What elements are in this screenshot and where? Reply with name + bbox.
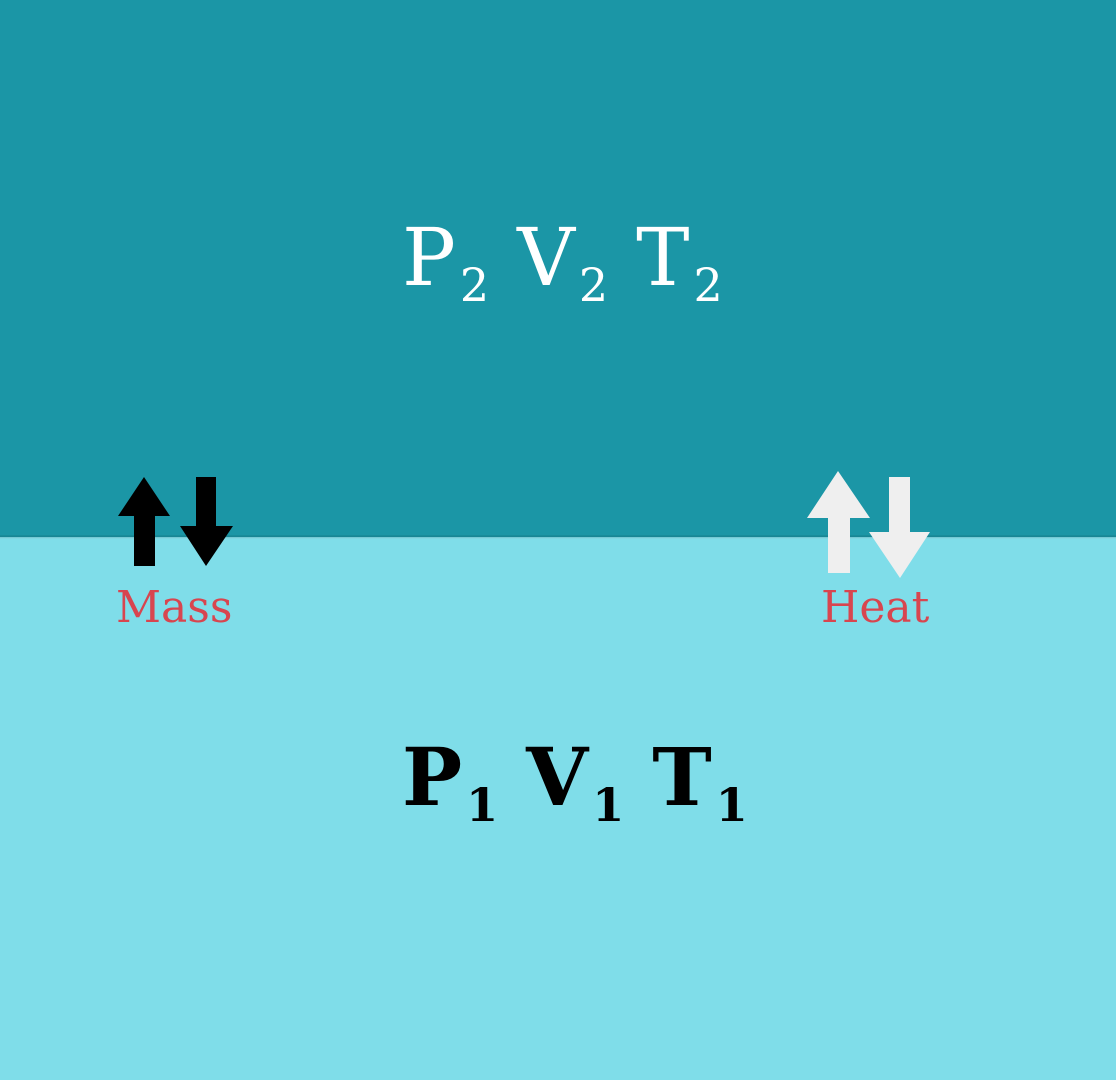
temperature-symbol: T xyxy=(652,730,712,824)
upper-system-region xyxy=(0,0,1116,537)
volume-symbol: V xyxy=(526,730,589,824)
volume-subscript: 1 xyxy=(592,778,625,833)
heat-up-arrow xyxy=(807,471,870,573)
upper-temperature: T2 xyxy=(636,218,723,309)
lower-state-formula: P1 V1 T1 xyxy=(402,737,748,828)
pressure-symbol: P xyxy=(402,730,463,824)
upper-state-formula: P2 V2 T2 xyxy=(402,218,723,309)
mass-exchange-arrows-icon xyxy=(118,477,233,566)
heat-label: Heat xyxy=(821,582,930,633)
temperature-subscript: 2 xyxy=(693,258,723,313)
temperature-symbol: T xyxy=(636,211,690,304)
temperature-subscript: 1 xyxy=(715,778,748,833)
mass-up-arrow xyxy=(118,477,170,566)
volume-subscript: 2 xyxy=(578,258,609,313)
mass-label: Mass xyxy=(116,582,233,633)
upper-volume: V2 xyxy=(517,218,608,309)
mass-down-arrow xyxy=(180,477,233,566)
lower-temperature: T1 xyxy=(652,737,748,828)
lower-pressure: P1 xyxy=(402,737,498,828)
lower-volume: V1 xyxy=(526,737,624,828)
heat-exchange-arrows-icon xyxy=(807,471,930,578)
system-boundary xyxy=(0,535,1116,539)
pressure-symbol: P xyxy=(402,211,456,304)
upper-pressure: P2 xyxy=(402,218,489,309)
pressure-subscript: 2 xyxy=(459,258,490,313)
heat-down-arrow xyxy=(869,477,930,578)
lower-system-region xyxy=(0,537,1116,1080)
pressure-subscript: 1 xyxy=(466,778,499,833)
volume-symbol: V xyxy=(517,211,575,304)
